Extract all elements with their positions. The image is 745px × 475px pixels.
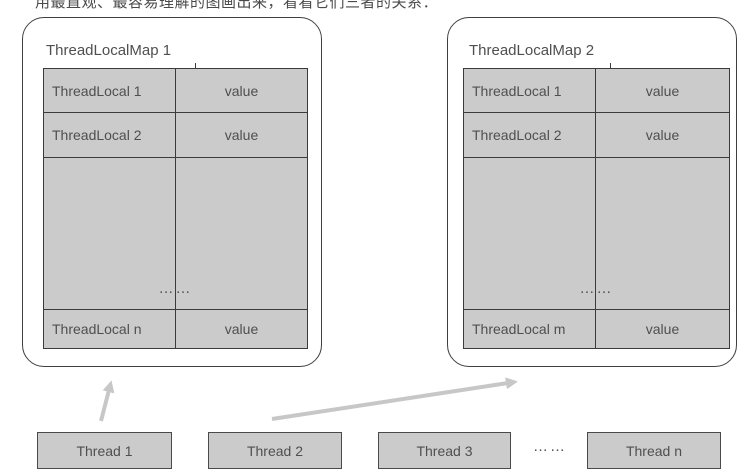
threadlocalmap1-box: ThreadLocalMap 1 ThreadLocal 1 value Thr… xyxy=(22,17,322,367)
clipped-caption-text: 用最直观、最容易理解的图画出来，看看它们三者的关系： xyxy=(35,0,439,11)
threads-ellipsis: …… xyxy=(533,438,567,455)
threadlocalmap2-table: ThreadLocal 1 value ThreadLocal 2 value … xyxy=(463,63,730,349)
table-cell-key: ThreadLocal 2 xyxy=(464,112,595,157)
column-divider-tick xyxy=(195,63,196,69)
threadlocalmap1-title: ThreadLocalMap 1 xyxy=(46,42,172,59)
table-cell-key: ThreadLocal 1 xyxy=(52,82,142,99)
thread-n-box: Thread n xyxy=(587,432,721,469)
table-cell-value: value xyxy=(175,112,307,157)
table-cell-value: value xyxy=(595,112,729,157)
table-cell-value: value xyxy=(175,69,307,112)
column-divider-tick xyxy=(610,63,611,69)
thread-2-box: Thread 2 xyxy=(208,432,342,469)
thread-3-box: Thread 3 xyxy=(378,432,511,469)
table-cell-value: value xyxy=(595,69,729,112)
table-cell-empty xyxy=(175,157,307,309)
table-cell-value: value xyxy=(595,309,729,348)
table-cell-value: value xyxy=(175,309,307,348)
arrow-thread1-to-map1 xyxy=(99,380,115,422)
table-cell-empty xyxy=(595,157,729,309)
threadlocalmap2-box: ThreadLocalMap 2 ThreadLocal 1 value Thr… xyxy=(447,17,737,367)
table-cell-key: ThreadLocal 1 xyxy=(472,82,562,99)
table-cell-key: ThreadLocal m xyxy=(464,309,595,348)
thread-1-box: Thread 1 xyxy=(37,432,172,469)
threadlocalmap1-table: ThreadLocal 1 value ThreadLocal 2 value … xyxy=(43,63,308,349)
table-cell-key: ThreadLocal 2 xyxy=(44,112,175,157)
table-cell-empty xyxy=(464,157,595,309)
table-cell-key: ThreadLocal n xyxy=(44,309,175,348)
table-cell-empty xyxy=(44,157,175,309)
threadlocalmap2-title: ThreadLocalMap 2 xyxy=(469,42,595,59)
arrow-thread2-to-map2 xyxy=(271,377,518,421)
